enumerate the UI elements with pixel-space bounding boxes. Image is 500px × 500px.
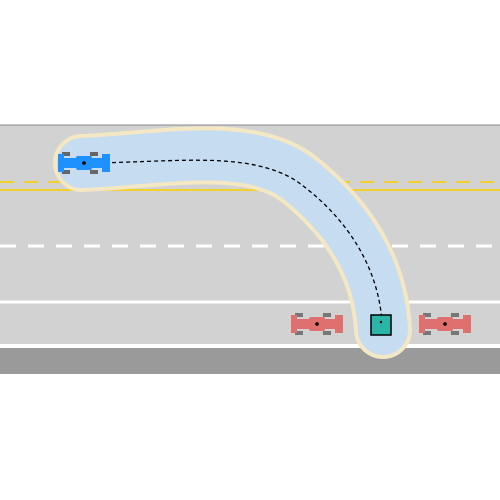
- road-shoulder: [0, 347, 500, 374]
- other-car-icon: [419, 313, 471, 335]
- planned-trajectory: [83, 159, 383, 323]
- ego-car-icon: [58, 152, 110, 174]
- target-square-icon: [370, 314, 392, 336]
- other-car-icon: [291, 313, 343, 335]
